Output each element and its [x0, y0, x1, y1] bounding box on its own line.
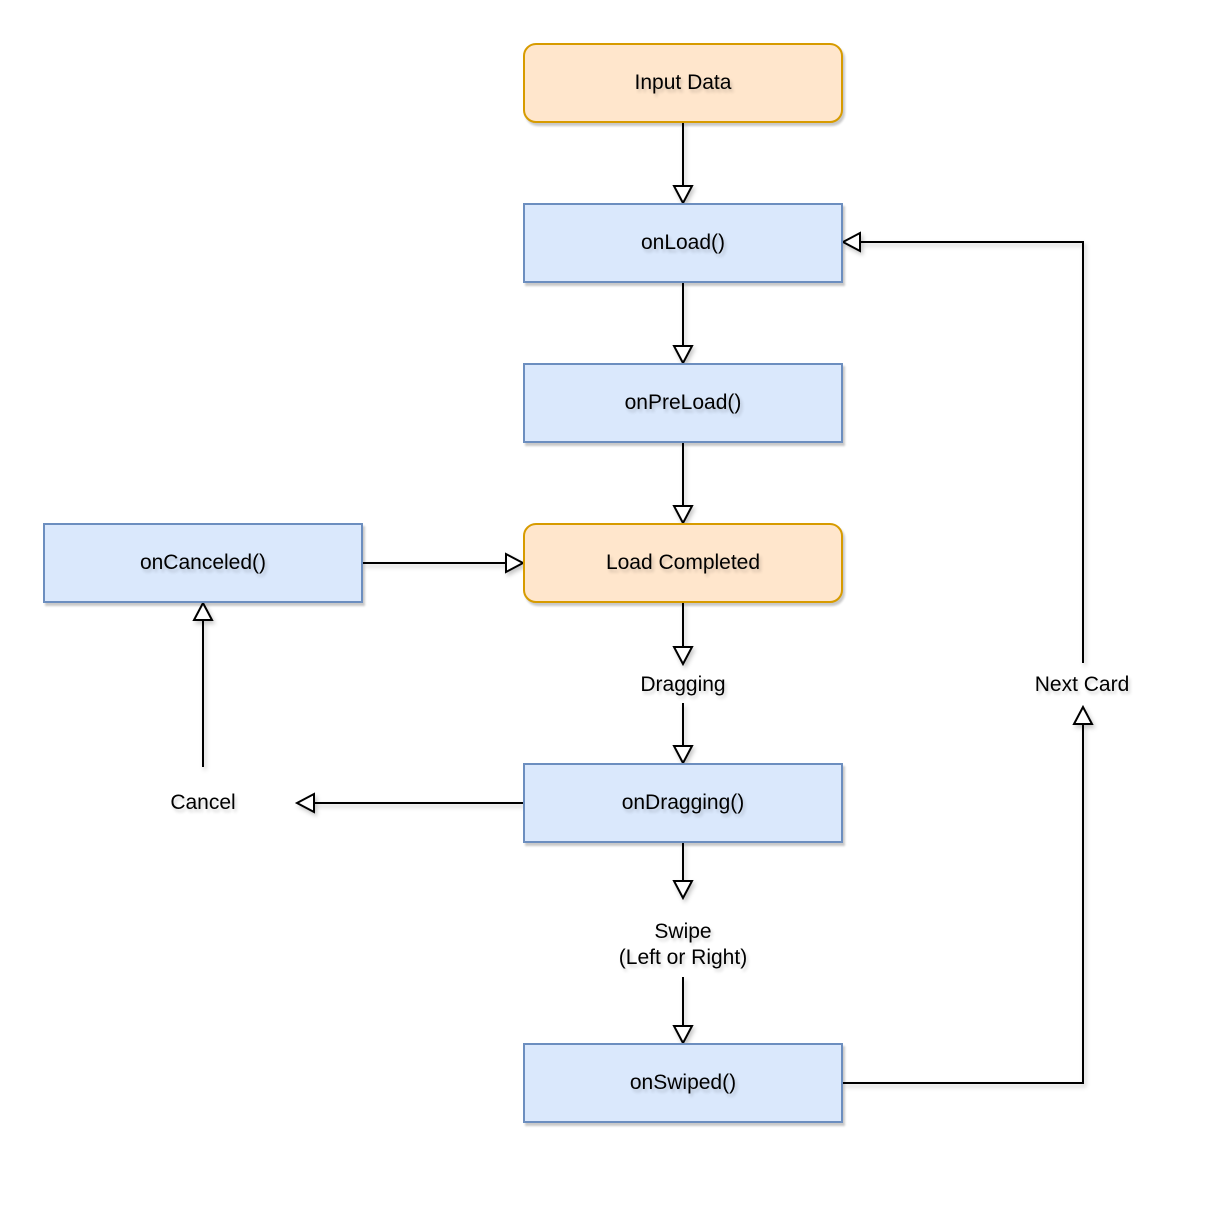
node-onswiped-label: onSwiped(): [629, 1071, 737, 1094]
edge-swipe-label-to-onswiped: [674, 977, 692, 1043]
edge-label-swipe-line2: (Left or Right): [618, 946, 748, 969]
edge-ondragging-to-cancel-label: [297, 794, 523, 812]
node-onpreload: onPreLoad(): [523, 363, 843, 443]
edge-dragging-label-to-ondragging: [674, 703, 692, 763]
node-oncanceled: onCanceled(): [43, 523, 363, 603]
edge-input-data-to-onload: [674, 122, 692, 203]
edge-loadcompleted-to-dragging-label: [674, 603, 692, 664]
edge-onload-to-onpreload: [674, 283, 692, 363]
edge-onswiped-to-nextcard-label: [843, 707, 1092, 1083]
edge-cancel-label-to-oncanceled: [194, 603, 212, 767]
edge-label-next-card: Next Card: [1034, 673, 1130, 696]
node-load-completed-label: Load Completed: [605, 551, 761, 574]
edge-label-swipe-line1: Swipe: [654, 920, 712, 943]
edge-label-cancel: Cancel: [170, 791, 236, 814]
edge-nextcard-label-to-onload: [843, 233, 1083, 663]
node-ondragging-label: onDragging(): [621, 791, 745, 814]
node-oncanceled-label: onCanceled(): [139, 551, 267, 574]
node-onload: onLoad(): [523, 203, 843, 283]
edge-label-dragging: Dragging: [640, 673, 726, 696]
edge-onpreload-to-loadcompleted: [674, 443, 692, 523]
node-onload-label: onLoad(): [640, 231, 726, 254]
node-onpreload-label: onPreLoad(): [624, 391, 742, 414]
edge-label-swipe: Swipe (Left or Right): [619, 919, 747, 971]
node-load-completed: Load Completed: [523, 523, 843, 603]
node-input-data: Input Data: [523, 43, 843, 123]
edge-oncanceled-to-loadcompleted: [363, 554, 523, 572]
edge-ondragging-to-swipe-label: [674, 843, 692, 898]
node-input-data-label: Input Data: [634, 71, 732, 94]
node-onswiped: onSwiped(): [523, 1043, 843, 1123]
node-ondragging: onDragging(): [523, 763, 843, 843]
